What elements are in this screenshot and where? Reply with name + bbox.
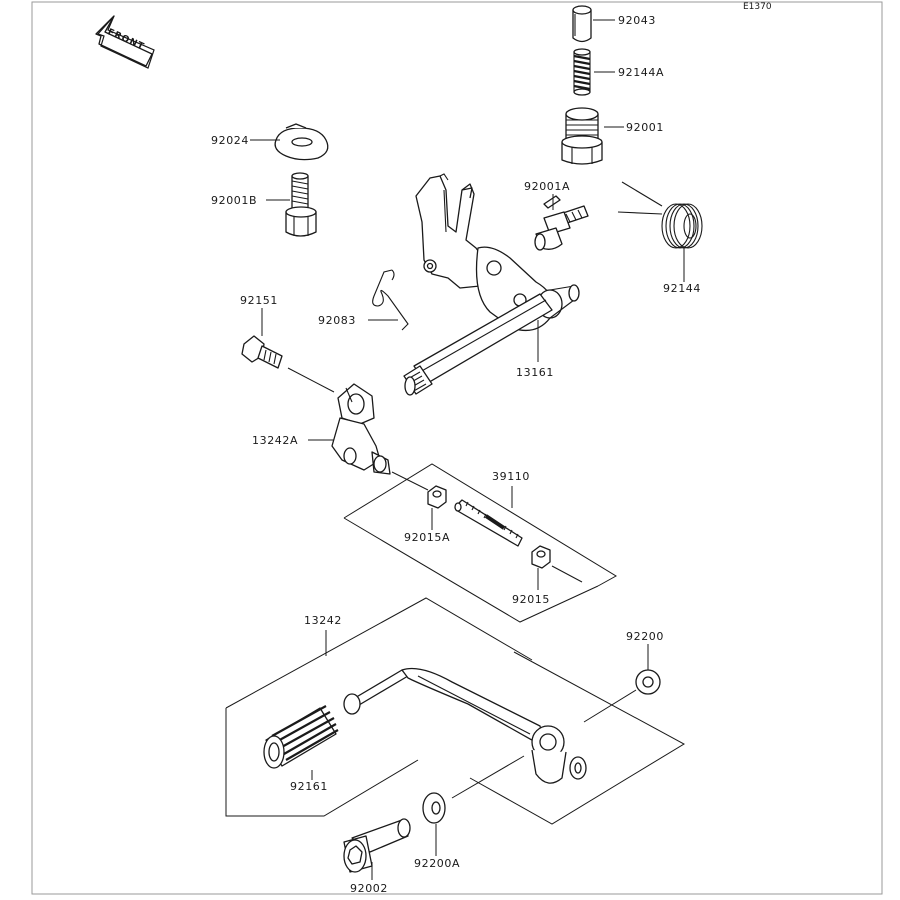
- group-frame-13242-right: [469, 651, 686, 825]
- label-13242A: 13242A: [252, 434, 298, 447]
- label-92002: 92002: [350, 882, 388, 895]
- label-92024: 92024: [211, 134, 249, 147]
- part-92200A-washer: [422, 792, 446, 824]
- label-92015: 92015: [512, 593, 550, 606]
- part-92200-washer: [635, 669, 661, 695]
- label-92151: 92151: [240, 294, 278, 307]
- group-frame-39110-top: [343, 463, 617, 587]
- part-92015A-nut: [427, 485, 447, 509]
- part-39110-tie-rod: [454, 499, 523, 547]
- leader-92015-axis: [551, 565, 583, 583]
- leader-92200-axis: [583, 689, 637, 723]
- part-92043-cap: [572, 5, 592, 43]
- label-13161: 13161: [516, 366, 554, 379]
- page-frame: [31, 1, 883, 895]
- label-92001B: 92001B: [211, 194, 257, 207]
- label-92144A: 92144A: [618, 66, 664, 79]
- label-92161: 92161: [290, 780, 328, 793]
- label-92144: 92144: [663, 282, 701, 295]
- part-92151-bolt: [241, 335, 283, 369]
- label-39110: 39110: [492, 470, 530, 483]
- part-92144-spring: [617, 181, 703, 249]
- leader-13242A-axis: [391, 471, 429, 491]
- part-92015-nut: [531, 545, 551, 569]
- part-92001A-stud: [534, 195, 589, 251]
- leader-92200A-axis: [451, 755, 525, 799]
- label-92200A: 92200A: [414, 857, 460, 870]
- label-92001: 92001: [626, 121, 664, 134]
- part-92161-rubber: [263, 705, 339, 769]
- label-92083: 92083: [318, 314, 356, 327]
- diagram-code: E1370: [743, 2, 772, 12]
- part-92083-spring: [372, 269, 409, 331]
- group-frame-39110-bottom: [343, 517, 599, 623]
- group-frame-13242-top: [225, 597, 533, 709]
- part-13161-shift-shaft: [403, 173, 580, 396]
- part-92024-washer: [274, 123, 329, 161]
- part-13242-pedal: [343, 667, 587, 784]
- label-92043: 92043: [618, 14, 656, 27]
- front-arrow-icon: FRONT: [95, 15, 155, 69]
- label-92015A: 92015A: [404, 531, 450, 544]
- label-13242: 13242: [304, 614, 342, 627]
- group-frame-13242-left: [225, 708, 419, 817]
- part-92144A-spring: [573, 48, 591, 96]
- part-92002-pivot-bolt: [343, 818, 411, 873]
- label-92001A: 92001A: [524, 180, 570, 193]
- part-92001-bolt: [561, 107, 603, 165]
- label-92200: 92200: [626, 630, 664, 643]
- part-13242A-lever: [331, 383, 391, 475]
- leader-92151-axis: [287, 367, 335, 393]
- part-92001B-bolt: [285, 172, 317, 237]
